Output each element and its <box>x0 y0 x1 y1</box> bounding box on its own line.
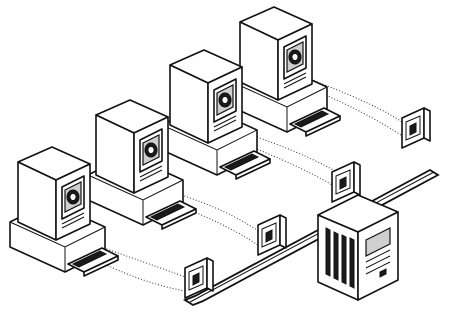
network-port-4 <box>401 107 431 149</box>
workstation-4 <box>231 6 341 137</box>
tower-computer-icon <box>231 6 341 137</box>
file-server <box>317 194 399 301</box>
server-icon <box>317 194 399 301</box>
network-backbone-cable <box>183 168 440 307</box>
